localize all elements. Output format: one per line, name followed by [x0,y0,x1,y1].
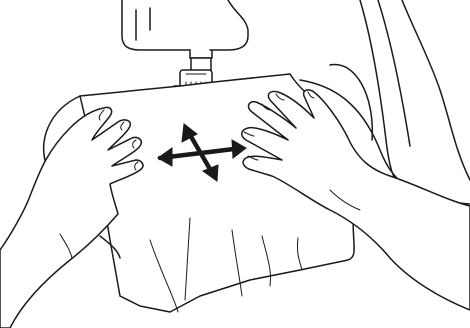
sewing-machine-head [122,0,248,58]
